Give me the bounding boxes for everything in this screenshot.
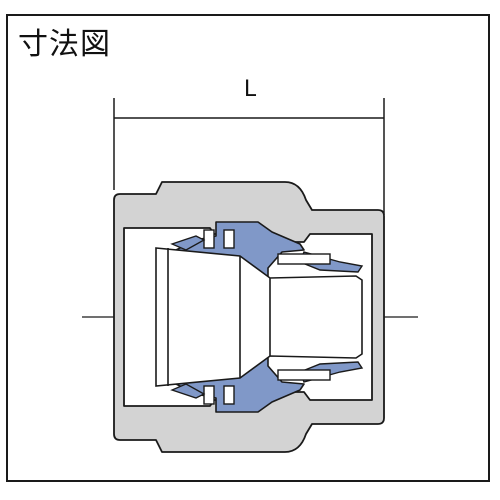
retainer-tips bbox=[170, 235, 206, 399]
dimension-label: L bbox=[244, 77, 257, 102]
sleeve-outline bbox=[155, 247, 363, 387]
slot-top-long bbox=[277, 253, 331, 265]
retainer-tip-top bbox=[170, 235, 206, 251]
slot-top-left bbox=[203, 229, 215, 249]
page-title: 寸法図 bbox=[18, 27, 111, 62]
slot-bottom-left bbox=[203, 385, 215, 405]
grip-slots bbox=[203, 229, 331, 405]
dimension-l bbox=[113, 98, 385, 215]
retainer-tip-bottom bbox=[170, 383, 206, 399]
slot-bottom-long bbox=[277, 369, 331, 381]
slot-bottom-right bbox=[223, 385, 235, 405]
inner-sleeve bbox=[155, 247, 363, 387]
slot-top-right bbox=[223, 229, 235, 249]
